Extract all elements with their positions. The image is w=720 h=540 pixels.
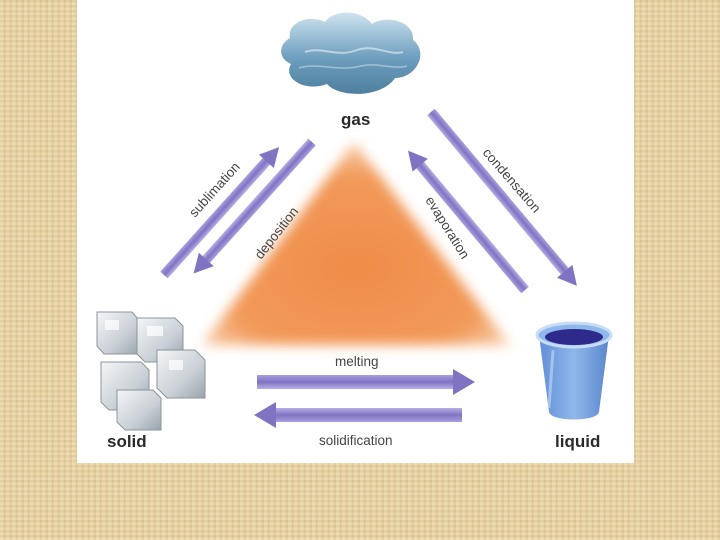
label-melting: melting bbox=[335, 354, 379, 369]
arrow-sublimation bbox=[160, 147, 280, 279]
arrow-condensation bbox=[427, 108, 577, 286]
arrow-solidification bbox=[254, 402, 462, 428]
solid-ice-cubes-image bbox=[96, 311, 206, 431]
phase-change-diagram: sublimation deposition condensation evap… bbox=[96, 12, 613, 451]
gas-cloud-image bbox=[281, 12, 421, 94]
label-solid: solid bbox=[107, 432, 147, 451]
slide-panel: sublimation deposition condensation evap… bbox=[77, 0, 634, 463]
arrow-deposition bbox=[193, 138, 316, 274]
label-solidification: solidification bbox=[319, 433, 393, 448]
label-gas: gas bbox=[341, 110, 370, 129]
arrow-evaporation bbox=[408, 150, 529, 294]
label-liquid: liquid bbox=[555, 432, 600, 451]
central-triangle bbox=[202, 142, 510, 345]
arrow-melting bbox=[257, 369, 475, 395]
liquid-cup-image bbox=[535, 321, 613, 420]
